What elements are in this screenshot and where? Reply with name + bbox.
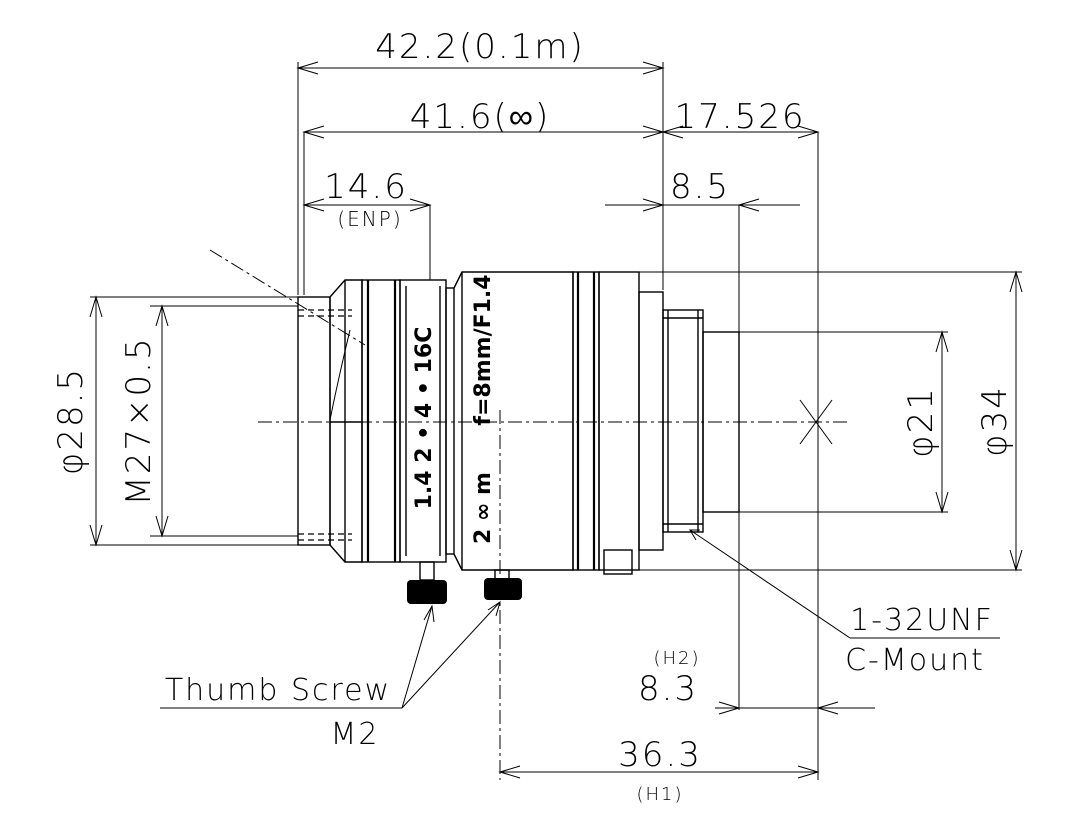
thumb-screw-label: Thumb Screw <box>165 673 391 708</box>
filter-thread-label: M27×0.5 <box>119 336 159 505</box>
mount-label: C-Mount <box>845 643 985 678</box>
h1-label: (H1) <box>636 784 683 805</box>
thread-label: 1-32UNF <box>850 603 994 638</box>
dimension-labels: 42.2(0.1m) 41.6(∞) 17.526 14.6 (ENP) 8.5… <box>51 27 1015 805</box>
body-diameter-label: φ34 <box>975 385 1015 457</box>
total-length-near-label: 42.2(0.1m) <box>375 27 584 67</box>
lens-body <box>297 271 740 604</box>
flange-back-label: 17.526 <box>675 97 806 137</box>
h2-label: (H2) <box>653 648 700 669</box>
enp-label: (ENP) <box>337 207 402 231</box>
front-diameter-label: φ28.5 <box>51 367 91 475</box>
focus-scale-text: 2 ∞ m <box>471 472 496 544</box>
h1-value-label: 36.3 <box>618 735 702 775</box>
callout-labels: Thumb Screw M2 1-32UNF C-Mount <box>165 603 994 752</box>
centre-lines <box>209 249 850 780</box>
total-length-infinity-label: 41.6(∞) <box>410 97 550 137</box>
dimension-lines <box>89 61 1023 780</box>
thumb-screw-size-label: M2 <box>331 717 380 752</box>
lens-markings: 1.4 2 • 4 • 16C f=8mm/F1.4 2 ∞ m <box>412 274 496 544</box>
mount-depth-label: 8.5 <box>670 167 730 207</box>
rear-diameter-label: φ21 <box>901 386 941 458</box>
focal-aperture-text: f=8mm/F1.4 <box>471 274 496 425</box>
h2-value-label: 8.3 <box>638 669 698 709</box>
aperture-scale-text: 1.4 2 • 4 • 16C <box>412 327 437 510</box>
enp-value-label: 14.6 <box>324 167 408 207</box>
